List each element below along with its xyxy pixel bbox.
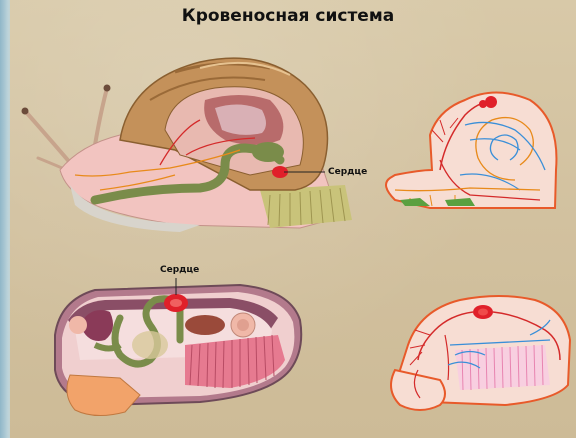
- snail-circulation-schematic: [386, 93, 556, 209]
- bivalve-anatomy-drawing: [55, 278, 301, 416]
- heart-label-bottom: Сердце: [160, 265, 199, 275]
- snail-anatomy-drawing: [22, 58, 353, 232]
- heart-label-top: Сердце: [328, 167, 367, 177]
- bivalve-circulation-schematic: [391, 296, 570, 410]
